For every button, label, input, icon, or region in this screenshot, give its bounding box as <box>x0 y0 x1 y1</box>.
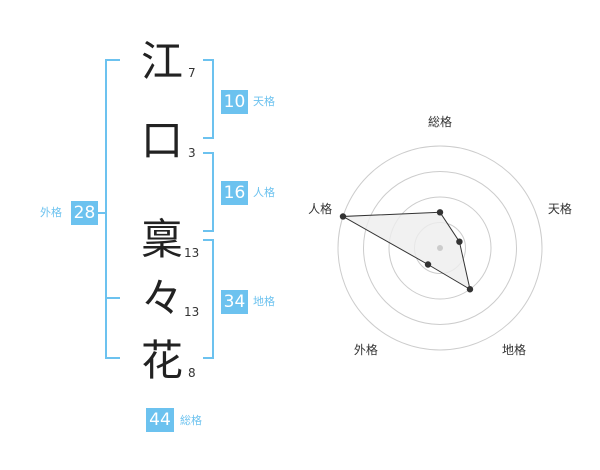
jinkaku-label: 人格 <box>253 186 275 199</box>
soukaku-label: 総格 <box>180 414 202 427</box>
name-char-1: 江 <box>141 37 184 86</box>
radar-point-2 <box>456 238 463 245</box>
radar-axis-label-1: 総格 <box>428 114 452 129</box>
jinkaku-bracket <box>203 152 214 232</box>
radar-axis-label-3: 地格 <box>502 342 526 357</box>
tenkaku-value-badge: 10 <box>221 90 248 114</box>
radar-area <box>341 211 471 291</box>
gaikaku-value-badge: 28 <box>71 201 98 225</box>
radar-ring <box>363 171 517 325</box>
radar-center-dot <box>437 245 443 251</box>
tenkaku-label: 天格 <box>253 95 275 108</box>
stroke-count-2: 3 <box>188 146 196 160</box>
radar-ring <box>388 196 492 300</box>
soukaku-value-badge: 44 <box>146 408 174 432</box>
jinkaku-value-badge: 16 <box>221 181 248 205</box>
radar-axis-label-5: 人格 <box>308 201 332 216</box>
stroke-count-1: 7 <box>188 66 196 80</box>
name-char-4: 々 <box>141 274 184 323</box>
radar-ring <box>337 145 543 351</box>
radar-point-3 <box>466 286 474 293</box>
radar-point-5 <box>339 213 347 220</box>
name-char-5: 花 <box>141 336 184 385</box>
radar-point-1 <box>436 209 444 216</box>
gaikaku-bracket <box>105 59 120 359</box>
radar-axis-label-2: 天格 <box>548 201 572 216</box>
chikaku-bracket <box>203 239 214 359</box>
radar-axis-label-4: 外格 <box>354 342 378 357</box>
chikaku-label: 地格 <box>253 295 275 308</box>
gaikaku-label: 外格 <box>40 206 62 219</box>
stroke-count-5: 8 <box>188 366 196 380</box>
radar-point-4 <box>424 261 432 268</box>
chikaku-value-badge: 34 <box>221 290 248 314</box>
name-char-3: 稟 <box>141 215 184 264</box>
name-char-2: 口 <box>141 116 184 165</box>
tenkaku-bracket <box>203 59 214 139</box>
stroke-count-4: 13 <box>184 305 200 319</box>
stroke-count-3: 13 <box>184 246 200 260</box>
